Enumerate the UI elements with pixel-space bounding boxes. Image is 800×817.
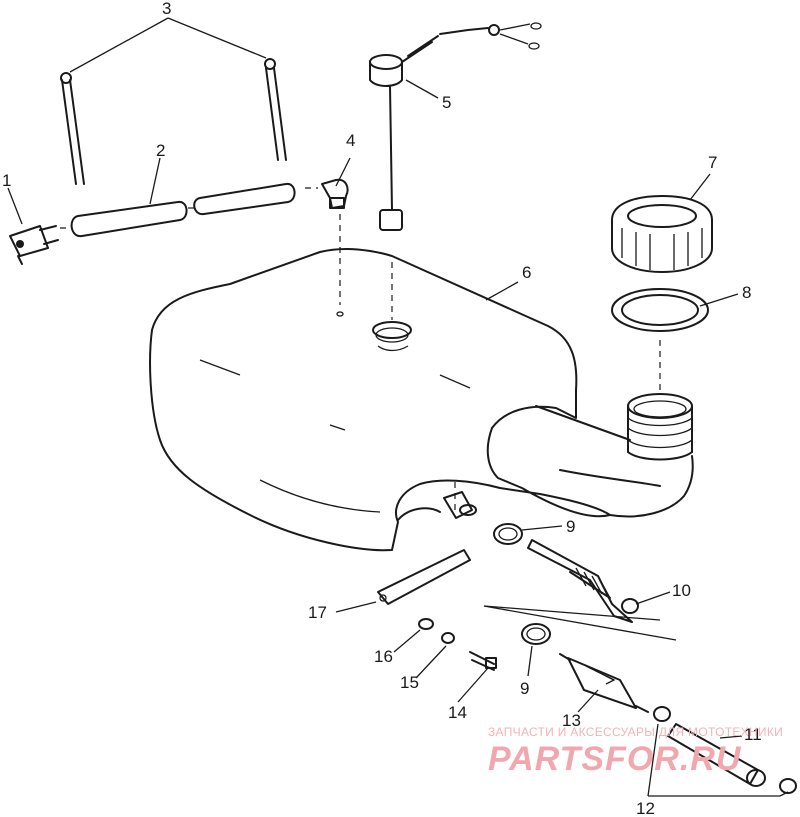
- fuel-valve: [9, 225, 59, 265]
- watermark-tagline: ЗАПЧАСТИ И АКСЕССУАРЫ ДЛЯ МОТОТЕХНИКИ: [488, 725, 783, 739]
- elbow-fitting: [321, 178, 349, 209]
- leader-lines: [7, 17, 789, 797]
- fuel-gauge-sender: [369, 22, 542, 231]
- callout-13: 13: [562, 711, 581, 730]
- tank-straps: [60, 58, 287, 185]
- fuel-cap: [611, 195, 713, 273]
- callout-14: 14: [448, 703, 467, 722]
- callout-11: 11: [744, 725, 762, 744]
- callout-2: 2: [156, 141, 165, 160]
- callout-4: 4: [346, 131, 355, 150]
- callout-3: 3: [162, 0, 171, 18]
- callout-16: 16: [374, 647, 393, 666]
- gasket-ring: [611, 288, 709, 332]
- callout-10: 10: [672, 581, 691, 600]
- vent-hose: [70, 182, 296, 238]
- callout-7: 7: [708, 153, 717, 172]
- callout-9b: 9: [520, 679, 529, 698]
- callout-labels: 1 2 3 4 5 6 7 8 9 10 17 16 15 9 14 13 11…: [2, 0, 762, 817]
- callout-17: 17: [308, 603, 327, 622]
- watermark: ЗАПЧАСТИ И АКСЕССУАРЫ ДЛЯ МОТОТЕХНИКИ PA…: [488, 725, 783, 778]
- callout-15: 15: [400, 673, 419, 692]
- filler-neck: [627, 393, 693, 461]
- callout-12: 12: [636, 799, 655, 817]
- callout-9a: 9: [566, 517, 575, 536]
- callout-8: 8: [742, 283, 751, 302]
- fuel-line-assembly: [377, 491, 797, 794]
- fuel-tank: [149, 248, 694, 552]
- callout-6: 6: [522, 263, 531, 282]
- watermark-brand: PARTSFOR.RU: [488, 740, 742, 778]
- callout-1: 1: [2, 171, 11, 190]
- callout-5: 5: [442, 93, 451, 112]
